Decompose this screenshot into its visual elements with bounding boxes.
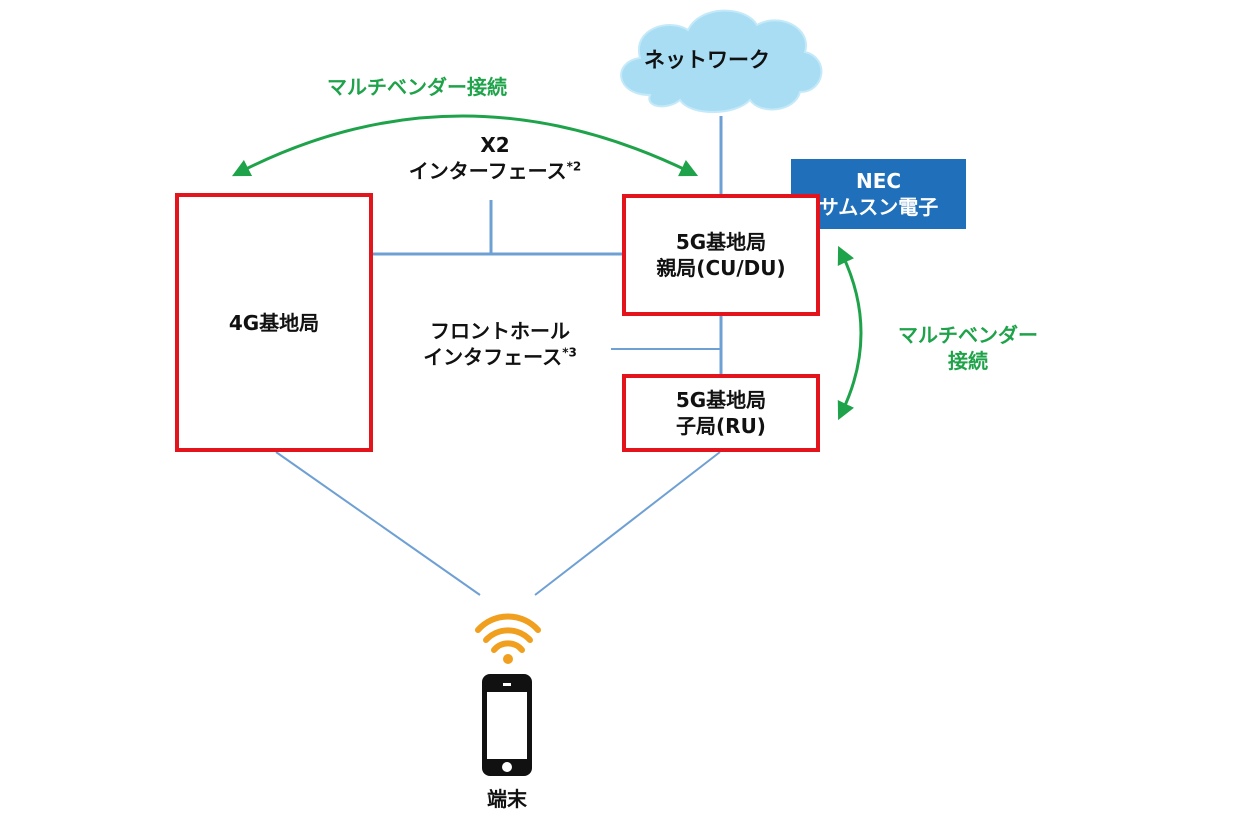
fronthaul-interface-label: フロントホール インタフェース*3: [385, 318, 615, 370]
lte-base-station-box: 4G基地局: [175, 193, 373, 452]
nr-cu-du-box: 5G基地局 親局(CU/DU): [622, 194, 820, 316]
right-multivendor-arrow: [837, 245, 863, 421]
right-multivendor-line1: マルチベンダー: [898, 323, 1038, 347]
fronthaul-note: *3: [562, 345, 577, 360]
fronthaul-line2-text: インタフェース: [423, 345, 563, 369]
x2-line1: X2: [480, 133, 510, 157]
network-label: ネットワーク: [644, 48, 770, 72]
x2-note: *2: [566, 159, 582, 174]
x2-interface-label: X2 インターフェース*2: [380, 132, 610, 184]
fronthaul-line1: フロントホール: [430, 319, 570, 343]
nr-ru-box: 5G基地局 子局(RU): [622, 374, 820, 452]
vendor-line1: NEC: [855, 169, 902, 193]
wifi-icon: [475, 613, 541, 664]
lte-radio-link: [275, 451, 481, 596]
x2-line2-text: インターフェース: [408, 159, 567, 183]
nr-ru-line2: 子局(RU): [676, 414, 766, 438]
nr-cu-du-line1: 5G基地局: [675, 230, 767, 254]
nr-ru-line1: 5G基地局: [675, 388, 767, 412]
terminal-label: 端末: [487, 787, 527, 811]
cloud-icon: [620, 9, 823, 113]
smartphone-icon: [482, 674, 532, 776]
top-multivendor-arrow: [231, 114, 699, 177]
lte-base-station-label: 4G基地局: [228, 310, 320, 335]
nr-cu-du-line2: 親局(CU/DU): [656, 256, 786, 280]
x2-line2: インターフェース*2: [380, 158, 610, 184]
fronthaul-line2: インタフェース*3: [385, 344, 615, 370]
right-multivendor-label: マルチベンダー 接続: [868, 322, 1068, 374]
top-multivendor-label: マルチベンダー接続: [327, 75, 507, 99]
right-multivendor-line2: 接続: [948, 349, 988, 373]
nr-radio-link: [534, 451, 721, 596]
vendor-badge: NEC サムスン電子: [791, 159, 966, 229]
vendor-line2: サムスン電子: [818, 195, 939, 219]
